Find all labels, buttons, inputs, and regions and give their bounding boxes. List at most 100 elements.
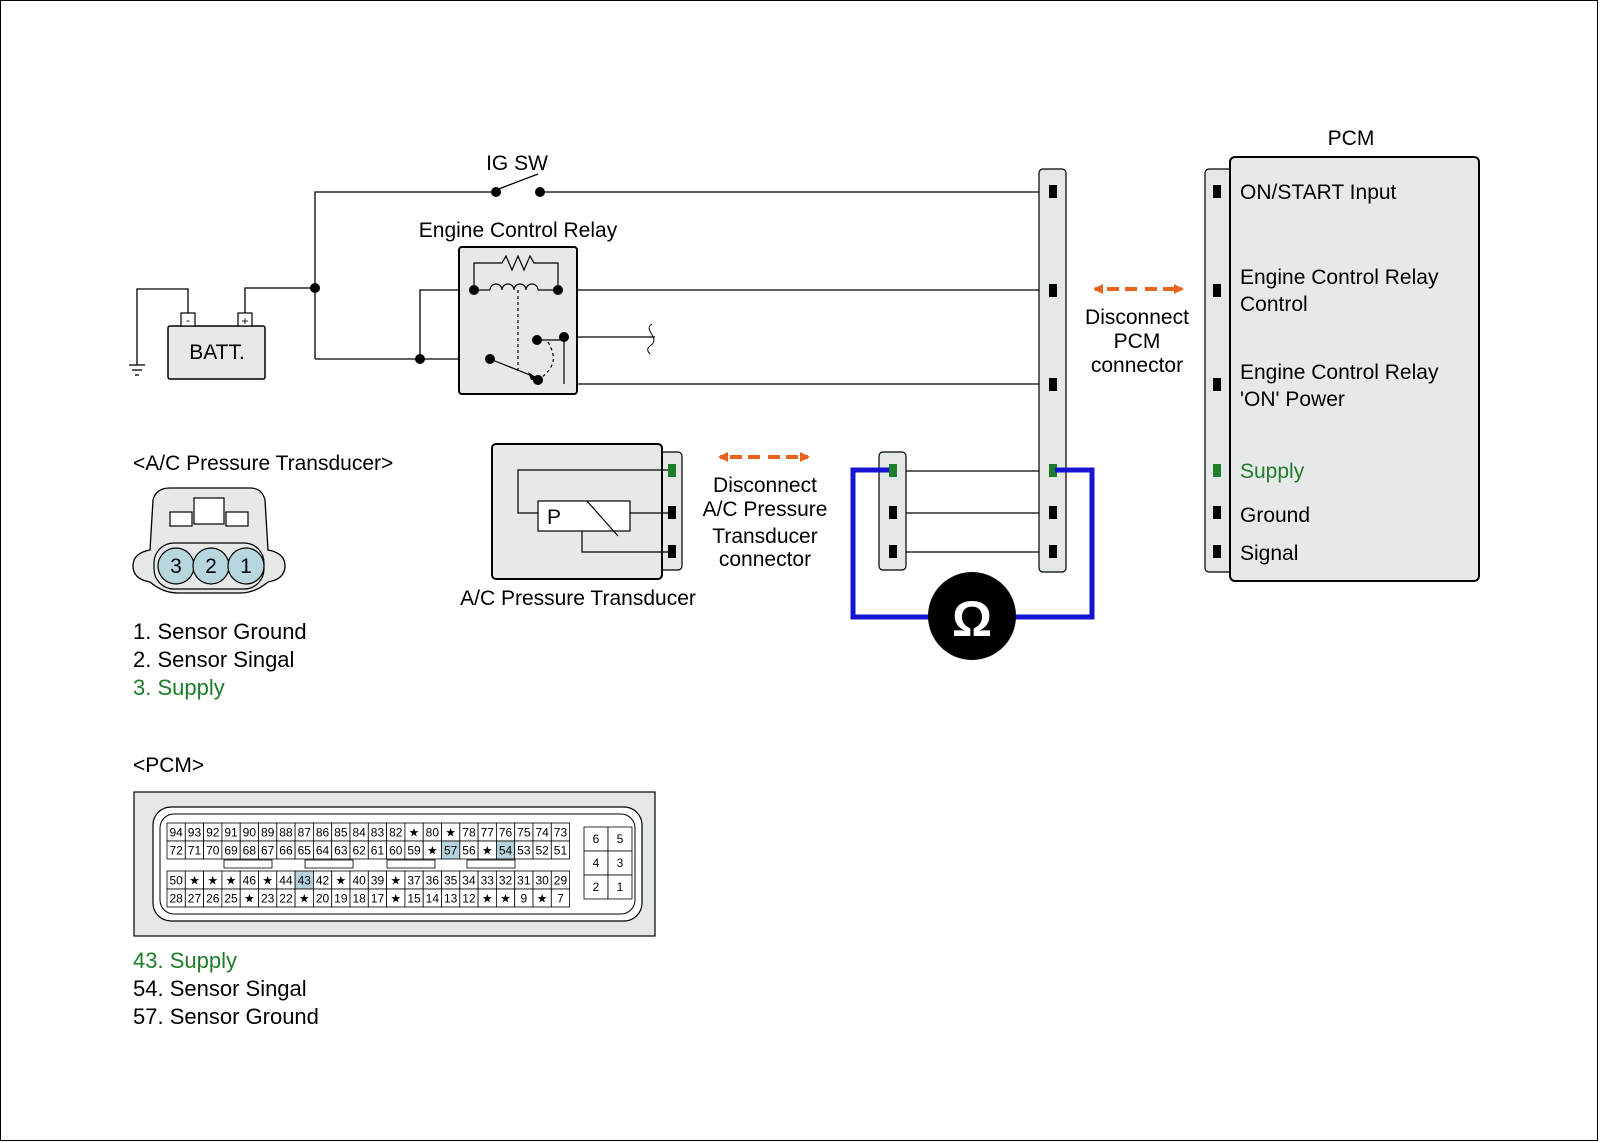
pcm-connector-pin-label: 25 (224, 892, 238, 906)
pcm-connector-cell (607, 826, 633, 852)
engine-control-relay: Engine Control Relay (419, 219, 618, 395)
pcm-connector-pin-label: 36 (426, 874, 440, 888)
ohm-symbol: Ω (952, 591, 992, 647)
pcm-connector-pin-label: ★ (445, 826, 456, 840)
pcm-pin-label: ON/START Input (1240, 181, 1397, 204)
pcm-connector-pin-label: ★ (207, 874, 218, 888)
pcm-pin-label: Supply (1240, 460, 1305, 483)
harness-connector-right (1038, 168, 1067, 573)
pcm-connector-pin-label: 19 (334, 892, 348, 906)
battery-label: BATT. (189, 341, 245, 364)
pcm-connector-pin-label: 22 (279, 892, 293, 906)
pcm-connector-pin-label: 68 (243, 844, 257, 858)
pcm-connector-pin-label: 61 (371, 844, 385, 858)
pcm-connector-pin-label: 15 (407, 892, 421, 906)
pcm-connector-pin-label: 89 (261, 826, 275, 840)
engine-control-relay-label: Engine Control Relay (419, 219, 618, 242)
pcm-connector-key (466, 859, 516, 869)
harness-connector-left (878, 451, 907, 571)
pcm-connector-pin-label: ★ (482, 892, 493, 906)
pin-list-item: 2. Sensor Singal (133, 647, 295, 672)
pcm-connector-pin-label: 51 (554, 844, 568, 858)
pcm-connector-pin-label: 2 (593, 880, 600, 894)
pin-list-item: 3. Supply (133, 675, 225, 700)
pcm-connector-pin-label: 57 (444, 844, 458, 858)
pcm-connector-pin-label: 67 (261, 844, 275, 858)
pcm-connector-pin-label: 65 (298, 844, 312, 858)
sensor-pin-number: 1 (240, 555, 252, 578)
pcm-connector-pin-label: 72 (169, 844, 183, 858)
pcm-connector-pin-label: 84 (352, 826, 366, 840)
pcm-connector-pin-label: 59 (407, 844, 421, 858)
junction-dot (415, 354, 425, 364)
pcm-connector-pin-label: 26 (206, 892, 220, 906)
pcm-connector-cell (583, 850, 609, 876)
pcm-connector-cell (550, 840, 570, 860)
pcm-connector-pin-label: 29 (554, 874, 568, 888)
pcm-connector-key (223, 859, 273, 869)
pcm-connector-pin-label: ★ (299, 892, 310, 906)
pcm-connector-key (386, 859, 436, 869)
pin-list-item: 43. Supply (133, 948, 237, 973)
ohmmeter: Ω (850, 467, 1095, 660)
pcm-connector-pin-label: 92 (206, 826, 220, 840)
pcm-connector-pin-label: 39 (371, 874, 385, 888)
pcm-connector-pin-label: 62 (352, 844, 366, 858)
pcm-connector-cell (550, 888, 570, 908)
pcm-connector-pin-label: ★ (427, 844, 438, 858)
pcm-connector-pin-label: 86 (316, 826, 330, 840)
pcm-pin-label: Control (1240, 293, 1308, 316)
pcm-connector-pin-label: ★ (482, 844, 493, 858)
pcm-connector-pin-label: ★ (335, 874, 346, 888)
pcm-connector-cell (607, 874, 633, 900)
pcm-connector-pin-label: 40 (352, 874, 366, 888)
ac-pressure-transducer: P A/C Pressure Transducer (460, 443, 696, 610)
pcm-connector-pin-label: 9 (521, 892, 528, 906)
pcm-connector-pin-label: 69 (224, 844, 238, 858)
pcm-connector-pin-label: 34 (462, 874, 476, 888)
pcm-connector-pin-label: ★ (189, 874, 200, 888)
pcm-connector-pin-label: 90 (243, 826, 257, 840)
disconnect-ac-line: Transducer (712, 525, 817, 548)
pcm-connector-pin-label: ★ (390, 892, 401, 906)
pcm-connector-pin-label: 83 (371, 826, 385, 840)
pcm-connector-pin-label: 5 (617, 832, 624, 846)
pcm-connector-pin-label: 1 (617, 880, 624, 894)
pcm-connector-pin-label: 52 (535, 844, 549, 858)
ground-symbol (129, 288, 189, 376)
pcm-connector-pin-label: 43 (298, 874, 312, 888)
pcm-connector-pin-label: 82 (389, 826, 403, 840)
pcm-connector-pin-label: 87 (298, 826, 312, 840)
battery: - + BATT. (167, 312, 266, 380)
disconnect-pcm-line: PCM (1114, 330, 1161, 353)
pcm-connector-pin-label: 30 (535, 874, 549, 888)
pcm-connector-header: <PCM> (133, 754, 204, 777)
pcm-connector-pin-label: ★ (390, 874, 401, 888)
pcm-pin-label: Signal (1240, 542, 1298, 565)
pcm-pin-label: Engine Control Relay (1240, 266, 1439, 289)
p-symbol: P (547, 506, 561, 529)
pcm-connector-pin-label: 88 (279, 826, 293, 840)
ac-transducer-header: <A/C Pressure Transducer> (133, 452, 393, 475)
pcm-connector-pin-label: 75 (517, 826, 531, 840)
pcm-connector-pin-label: 56 (462, 844, 476, 858)
disconnect-ac-line: connector (719, 548, 811, 571)
pin-list-item: 57. Sensor Ground (133, 1004, 319, 1029)
pcm-connector-pin-label: 63 (334, 844, 348, 858)
pcm-connector-pin-label: 64 (316, 844, 330, 858)
battery-minus-label: - (186, 313, 190, 327)
pcm-connector-pin-label: 66 (279, 844, 293, 858)
pcm-connector-pin-label: 33 (481, 874, 495, 888)
pcm-connector-pin-label: 37 (407, 874, 421, 888)
pcm-connector-pin-label: 44 (279, 874, 293, 888)
pcm-connector-pin-label: 32 (499, 874, 513, 888)
